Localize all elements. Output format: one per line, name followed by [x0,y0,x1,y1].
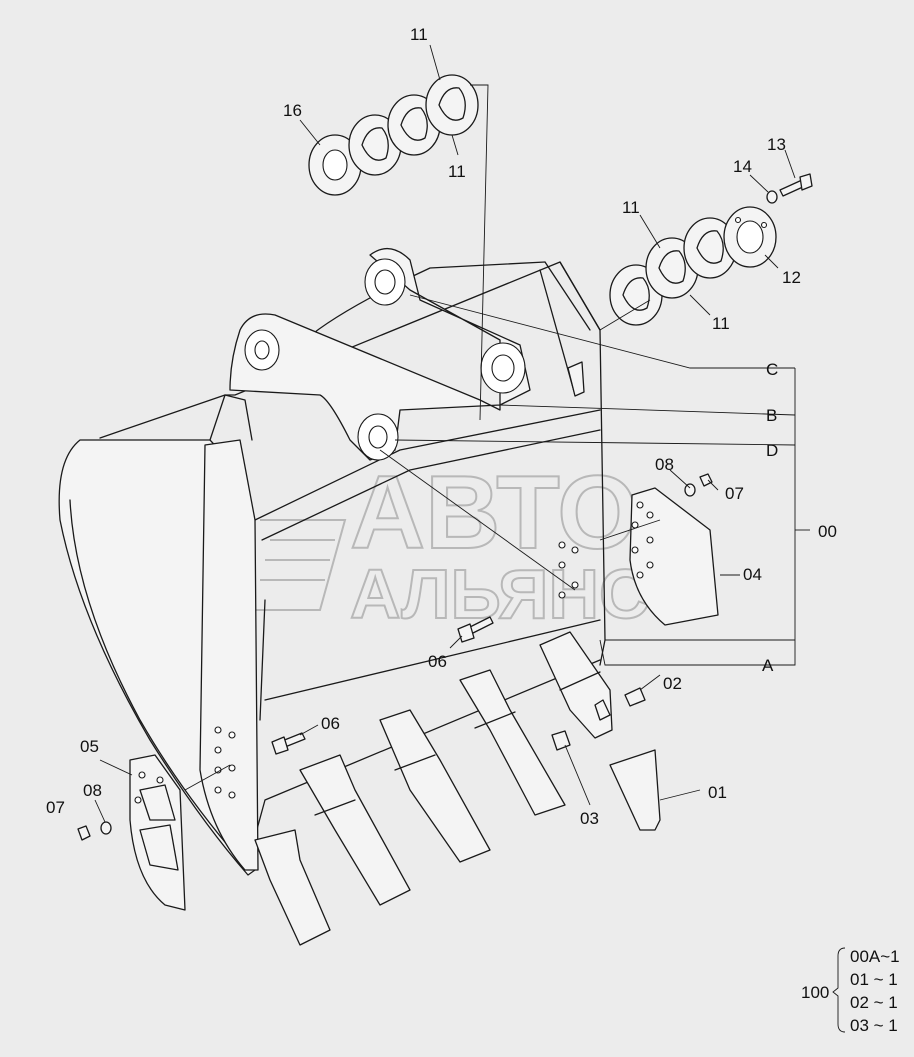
shim-stack-upper [308,74,479,196]
kit-row: 00A~1 [850,947,900,966]
label-11-upper: 11 [448,162,466,181]
watermark-line1: АВТО [350,455,638,571]
tooth-point-01 [609,749,661,831]
label-02: 02 [663,674,682,693]
label-06-left: 06 [321,714,340,733]
label-07-right: 07 [725,484,744,503]
label-14: 14 [733,157,752,176]
label-00: 00 [818,522,837,541]
label-13: 13 [767,135,786,154]
label-C: C [766,360,778,379]
label-B: B [766,406,777,425]
label-11-top: 11 [410,25,428,44]
shim-stack-right [609,173,813,326]
label-A: A [762,656,774,675]
link-brackets [229,248,531,461]
label-11-lower: 11 [712,314,730,333]
kit-row: 02 ~ 1 [850,993,898,1012]
label-06-right: 06 [428,652,447,671]
watermark-line2: АЛЬЯНС [350,555,650,633]
kit-summary: 100 00A~1 01 ~ 1 02 ~ 1 03 ~ 1 [801,947,900,1035]
label-07-left: 07 [46,798,65,817]
label-D: D [766,441,778,460]
pin-02 [594,699,611,721]
label-03: 03 [580,809,599,828]
kit-total: 100 [801,983,829,1002]
label-12: 12 [782,268,801,287]
watermark: АВТО АЛЬЯНС [160,454,651,634]
side-plate-05 [77,754,186,911]
bucket-body [58,261,606,876]
washer-14 [766,190,778,204]
kit-row: 01 ~ 1 [850,970,898,989]
kit-row: 03 ~ 1 [850,1016,898,1035]
label-16: 16 [283,101,302,120]
label-05: 05 [80,737,99,756]
label-01: 01 [708,783,727,802]
label-11-right: 11 [622,198,640,217]
label-08-right: 08 [655,455,674,474]
lock-03 [551,730,571,751]
label-08-left: 08 [83,781,102,800]
leader-lines [94,44,810,823]
label-04: 04 [743,565,762,584]
bucket-teeth [254,631,613,946]
